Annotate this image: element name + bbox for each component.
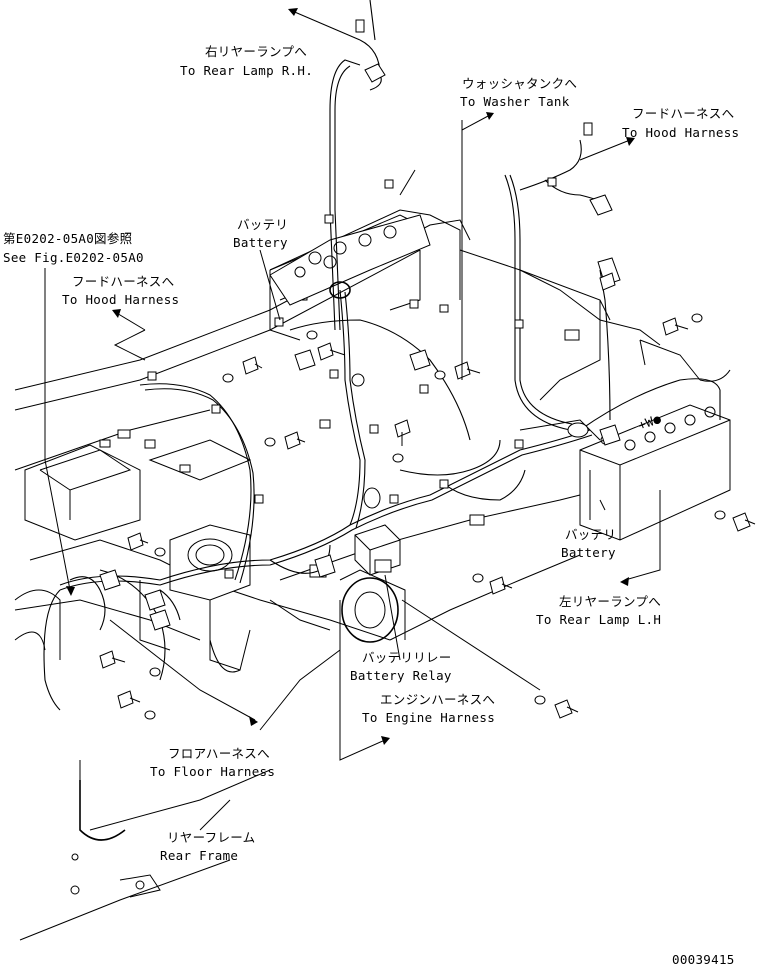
bolt: [99, 650, 126, 669]
callout-labels: 右リヤーランプへ To Rear Lamp R.H. ウォッシャタンクへ To …: [3, 44, 739, 967]
battery-right: +W●: [579, 404, 731, 541]
label-washer-tank-en: To Washer Tank: [460, 94, 570, 109]
bolt: [599, 272, 616, 291]
label-rear-lamp-rh-en: To Rear Lamp R.H.: [180, 63, 313, 78]
bolt: [317, 342, 346, 361]
bolts-and-washers: [99, 272, 756, 720]
washer: [306, 330, 318, 340]
bolt: [554, 699, 579, 719]
label-see-fig-en: See Fig.E0202-05A0: [3, 250, 144, 265]
label-hood-harness-l-jp: フードハーネスへ: [72, 274, 174, 289]
washer: [472, 573, 484, 583]
rear-frame-structure: [14, 209, 701, 941]
label-battery-relay-jp: バッテリリレー: [362, 650, 452, 665]
label-see-fig-jp: 第E0202-05A0図参照: [3, 231, 132, 246]
washer: [149, 667, 161, 677]
label-washer-tank-jp: ウォッシャタンクへ: [462, 76, 577, 91]
label-floor-harness-en: To Floor Harness: [150, 764, 275, 779]
label-battery-top-jp: バッテリ: [237, 217, 288, 232]
bolt: [489, 576, 513, 595]
washer: [222, 373, 234, 383]
label-battery-right-en: Battery: [561, 545, 616, 560]
label-rear-frame-en: Rear Frame: [160, 848, 238, 863]
label-rear-frame-jp: リヤーフレーム: [167, 830, 255, 845]
wire-harness: [43, 0, 731, 711]
washer: [154, 547, 166, 557]
leader-lines: [44, 8, 661, 831]
washer: [714, 510, 726, 520]
bolt: [662, 317, 689, 336]
label-engine-harness-en: To Engine Harness: [362, 710, 495, 725]
battery-top: [269, 214, 431, 306]
label-hood-harness-r-jp: フードハーネスへ: [632, 106, 734, 121]
label-battery-relay-en: Battery Relay: [350, 668, 452, 683]
bolt: [127, 532, 149, 551]
washer: [534, 695, 546, 705]
washer: [434, 370, 446, 380]
drawing-number: 00039415: [672, 952, 735, 967]
label-rear-lamp-lh-jp: 左リヤーランプへ: [559, 594, 661, 609]
label-hood-harness-l-en: To Hood Harness: [62, 292, 179, 307]
label-battery-right-jp: バッテリ: [565, 527, 616, 542]
bolt: [242, 356, 263, 375]
washer: [392, 453, 404, 463]
washer: [264, 437, 276, 447]
bolt: [117, 690, 141, 709]
label-floor-harness-jp: フロアハーネスへ: [168, 746, 270, 761]
label-engine-harness-jp: エンジンハーネスへ: [380, 692, 495, 707]
washer: [691, 313, 703, 323]
bolt: [454, 361, 481, 380]
label-hood-harness-r-en: To Hood Harness: [622, 125, 739, 140]
label-rear-lamp-rh-jp: 右リヤーランプへ: [205, 44, 307, 59]
bolt: [732, 512, 756, 532]
washer: [144, 710, 156, 720]
bolt: [284, 431, 306, 450]
label-rear-lamp-lh-en: To Rear Lamp L.H: [536, 612, 661, 627]
bolt: [394, 419, 411, 446]
label-battery-top-en: Battery: [233, 235, 288, 250]
